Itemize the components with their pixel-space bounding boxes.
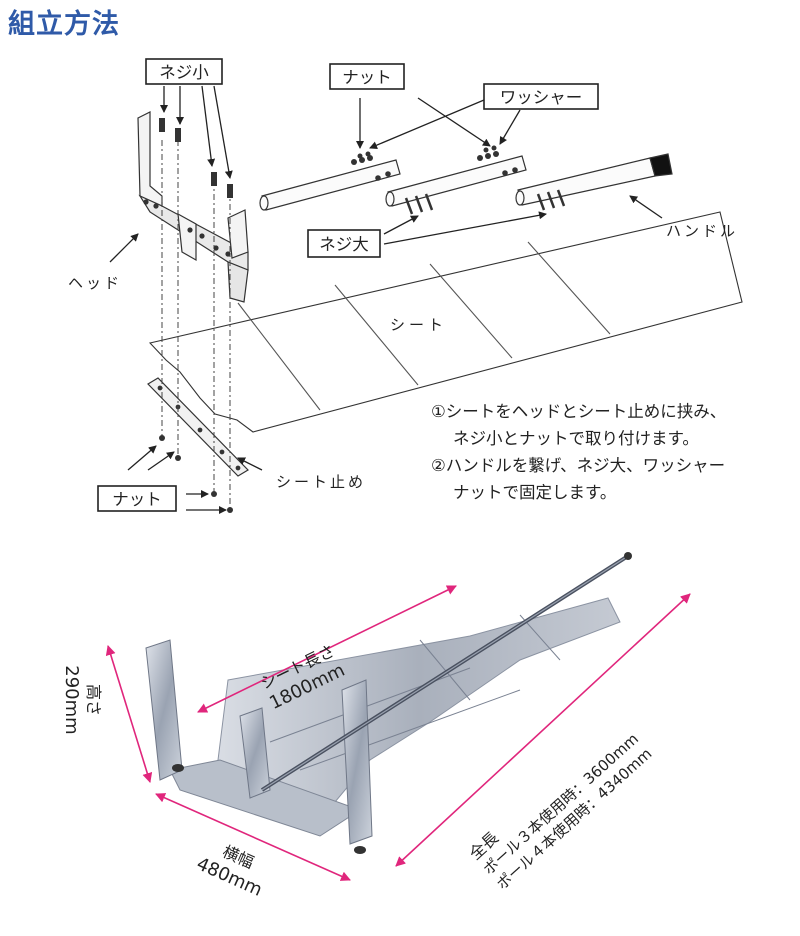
instruction-1-line-2: ネジ小とナットで取り付けます。 bbox=[431, 425, 726, 452]
svg-text:ネジ小: ネジ小 bbox=[159, 63, 209, 82]
head-bracket-drawing bbox=[138, 112, 248, 302]
screw-large-label: ネジ大 bbox=[308, 230, 380, 257]
washer-label: ワッシャー bbox=[484, 84, 598, 109]
svg-text:ポール４本使用時：4340mm: ポール４本使用時：4340mm bbox=[493, 745, 655, 894]
sheet-label: シート bbox=[390, 316, 447, 334]
svg-text:ポール３本使用時：3600mm: ポール３本使用時：3600mm bbox=[480, 730, 642, 879]
svg-text:ナット: ナット bbox=[342, 68, 392, 87]
svg-text:高さ: 高さ bbox=[84, 684, 103, 716]
svg-text:ナット: ナット bbox=[112, 490, 162, 509]
handle-tube-drawings bbox=[260, 154, 672, 210]
total-length-dimension: 全長 ポール３本使用時：3600mm ポール４本使用時：4340mm bbox=[466, 714, 656, 893]
head-label: ヘッド bbox=[68, 274, 122, 292]
svg-text:ワッシャー: ワッシャー bbox=[500, 88, 583, 107]
nut-washer-drawings bbox=[351, 146, 499, 166]
height-dimension: 高さ 290mm bbox=[61, 665, 103, 734]
width-dimension: 横幅 480mm bbox=[193, 834, 274, 901]
svg-text:290mm: 290mm bbox=[61, 665, 82, 734]
assembly-instructions: ①シートをヘッドとシート止めに挟み、 ネジ小とナットで取り付けます。 ②ハンドル… bbox=[431, 398, 726, 506]
handle-label: ハンドル bbox=[666, 222, 738, 240]
nut-bottom-label: ナット bbox=[98, 486, 176, 511]
instruction-1-line-1: ①シートをヘッドとシート止めに挟み、 bbox=[431, 398, 726, 425]
nut-top-label: ナット bbox=[330, 64, 404, 89]
svg-text:ネジ大: ネジ大 bbox=[319, 235, 369, 254]
instruction-2-line-1: ②ハンドルを繋げ、ネジ大、ワッシャー bbox=[431, 452, 726, 479]
sheet-stopper-label: シート止め bbox=[276, 473, 366, 491]
instruction-2-line-2: ナットで固定します。 bbox=[431, 479, 726, 506]
screw-small-label: ネジ小 bbox=[146, 59, 222, 84]
